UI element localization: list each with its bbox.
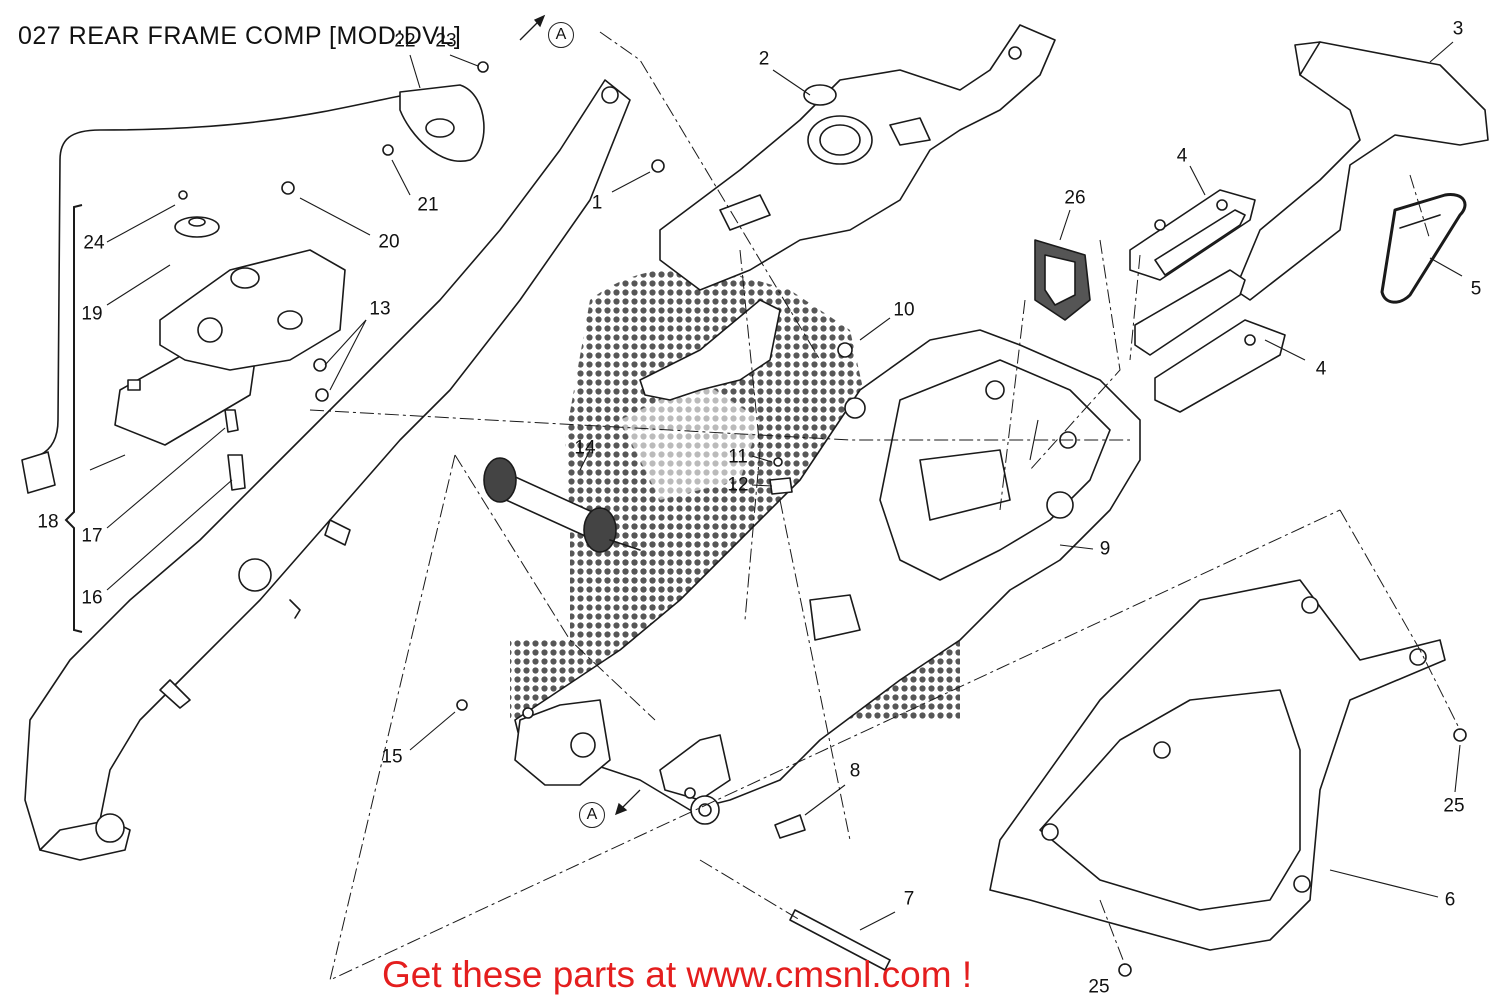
callout-13: 13 (369, 298, 391, 320)
mid-cover (639, 299, 781, 401)
rubber-bush-shaft (483, 457, 641, 553)
seat-lock-assembly (114, 181, 346, 491)
callout-8: 8 (849, 760, 861, 782)
callout-6: 6 (1444, 889, 1456, 911)
callout-3: 3 (1452, 18, 1464, 40)
rail-plates (1129, 189, 1286, 413)
lower-cover (989, 579, 1446, 951)
callout-17: 17 (81, 525, 103, 547)
callout-2: 2 (758, 48, 770, 70)
alignment-lines (309, 31, 1461, 981)
callout-7: 7 (903, 888, 915, 910)
reference-marker-a-bottom: A (579, 802, 605, 828)
grab-handle (1234, 41, 1489, 301)
callout-9: 9 (1099, 538, 1111, 560)
callout-10: 10 (893, 299, 915, 321)
callout-14: 14 (574, 437, 596, 459)
promo-banner: Get these parts at www.cmsnl.com ! (382, 954, 973, 995)
page-title: 027 REAR FRAME COMP [MOD:DVL] (18, 22, 462, 50)
callout-23: 23 (435, 30, 457, 52)
callout-25-bottom: 25 (1088, 976, 1110, 998)
rod (789, 909, 891, 971)
clip-bracket (1034, 239, 1091, 321)
callout-26: 26 (1064, 187, 1086, 209)
callout-4-upper: 4 (1176, 145, 1188, 167)
callout-18: 18 (37, 511, 59, 533)
callout-4-lower: 4 (1315, 358, 1327, 380)
seat-bracket (659, 24, 1056, 291)
callout-25-right: 25 (1443, 795, 1465, 817)
cable-with-connector (21, 61, 489, 494)
callout-19: 19 (81, 303, 103, 325)
left-frame-arm (24, 79, 631, 861)
rubber-ring (1380, 193, 1467, 304)
callout-15: 15 (381, 746, 403, 768)
callout-11: 11 (728, 446, 748, 468)
leader-lines (89, 41, 1463, 931)
callout-20: 20 (378, 231, 400, 253)
callout-21: 21 (417, 194, 439, 216)
callout-16: 16 (81, 587, 103, 609)
main-rear-frame (514, 329, 1141, 825)
callout-1: 1 (591, 192, 603, 214)
group-bracket (64, 204, 83, 633)
callout-12: 12 (727, 474, 749, 496)
callout-24: 24 (83, 232, 105, 254)
callout-5: 5 (1470, 278, 1482, 300)
callout-22: 22 (394, 30, 416, 52)
reference-marker-a-top: A (548, 22, 574, 48)
